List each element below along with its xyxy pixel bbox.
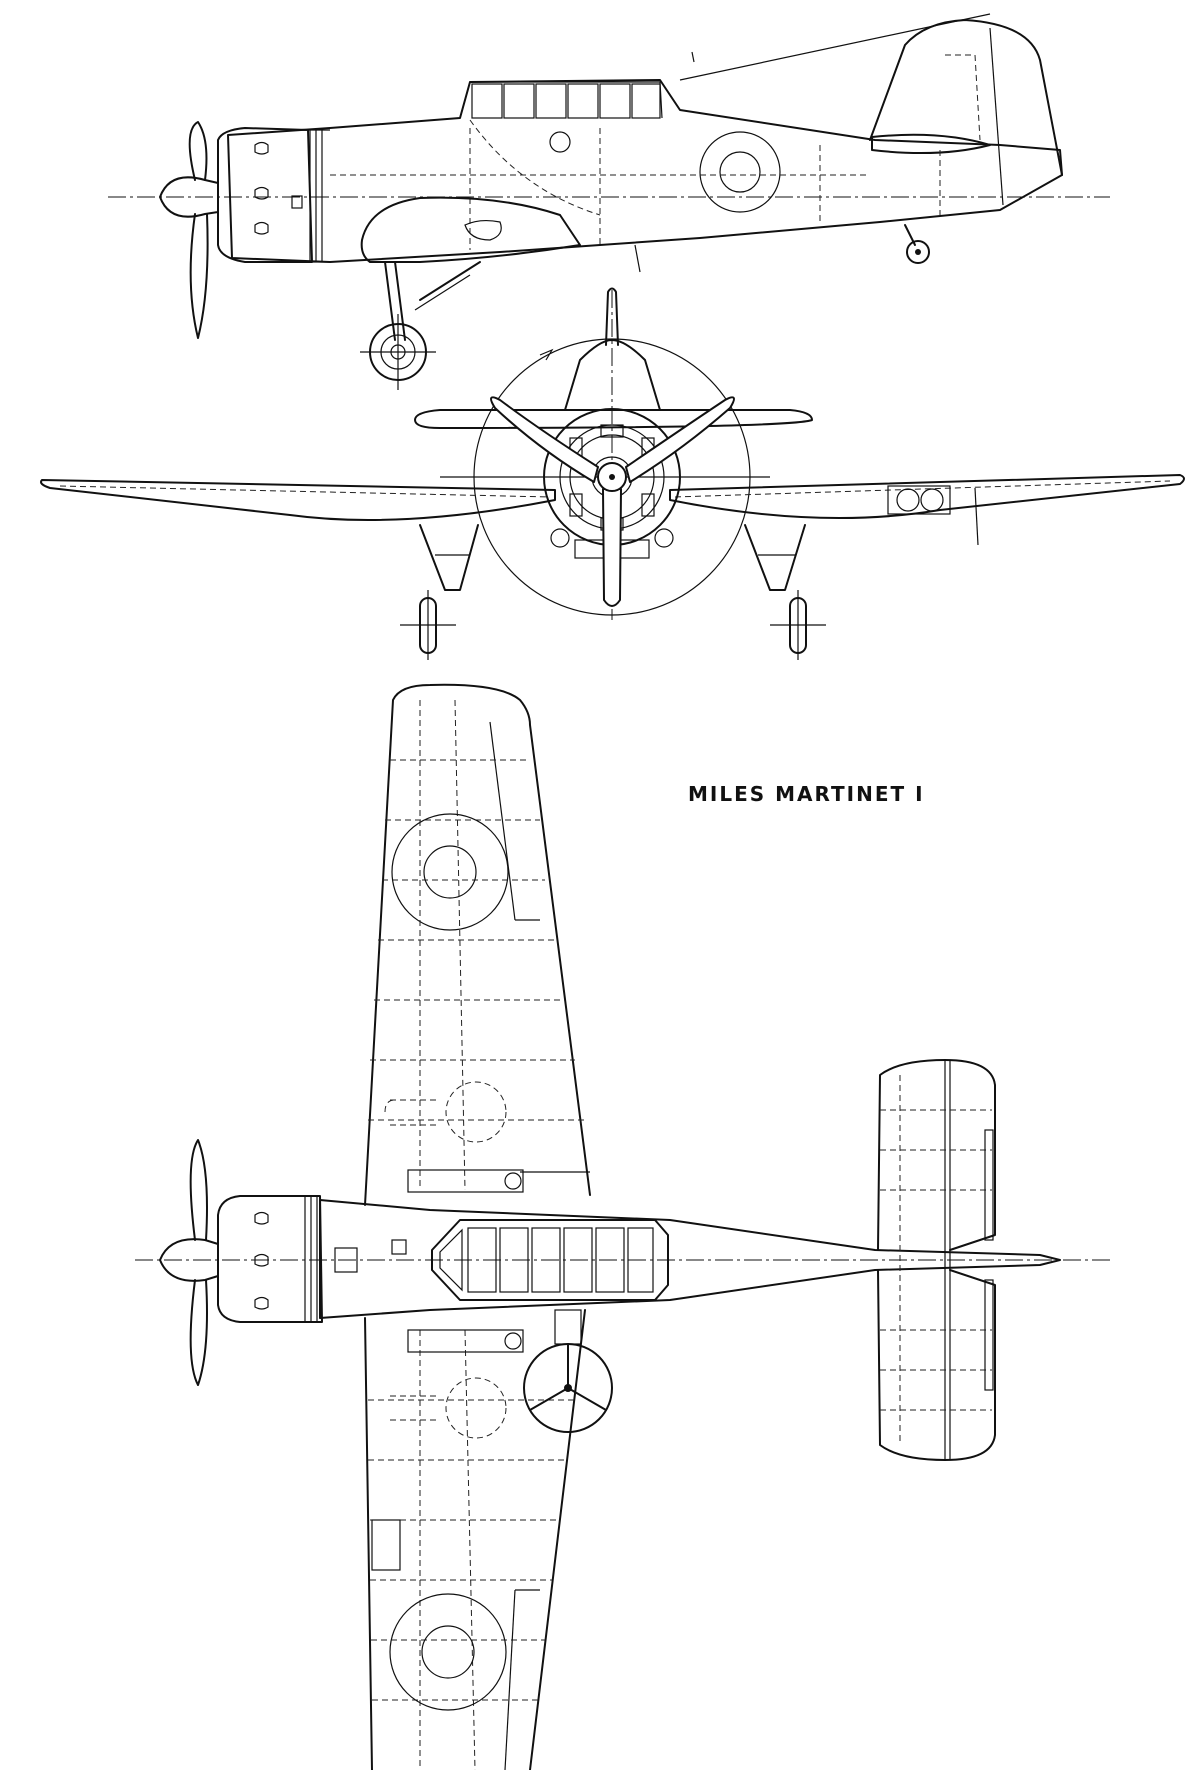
side-tail-wheel — [904, 224, 930, 264]
front-undercarriage-right — [744, 524, 826, 660]
side-propeller — [159, 121, 219, 339]
plan-winch — [523, 1309, 613, 1433]
plan-upper-roundel — [391, 813, 509, 931]
plan-engine-cowling — [217, 1195, 323, 1323]
plan-wing-upper — [364, 683, 591, 1206]
drawing-title: MILES MARTINET I — [688, 782, 925, 806]
plan-fuselage — [319, 1199, 1061, 1319]
plan-tailplane — [877, 1059, 996, 1461]
plan-lower-roundel — [389, 1593, 507, 1711]
side-main-undercarriage — [360, 261, 481, 390]
plan-view — [135, 683, 1110, 1770]
front-view — [40, 287, 1185, 660]
front-undercarriage-left — [400, 524, 479, 660]
side-engine-cowling — [217, 127, 330, 263]
front-wing-emblem — [887, 485, 951, 515]
plan-wing-lower — [364, 1309, 586, 1770]
side-roundel — [699, 131, 781, 213]
front-propeller — [490, 396, 735, 607]
plan-propeller — [159, 1139, 219, 1386]
side-view — [108, 13, 1110, 390]
plan-canopy — [431, 1219, 669, 1301]
front-wings — [40, 474, 1185, 546]
